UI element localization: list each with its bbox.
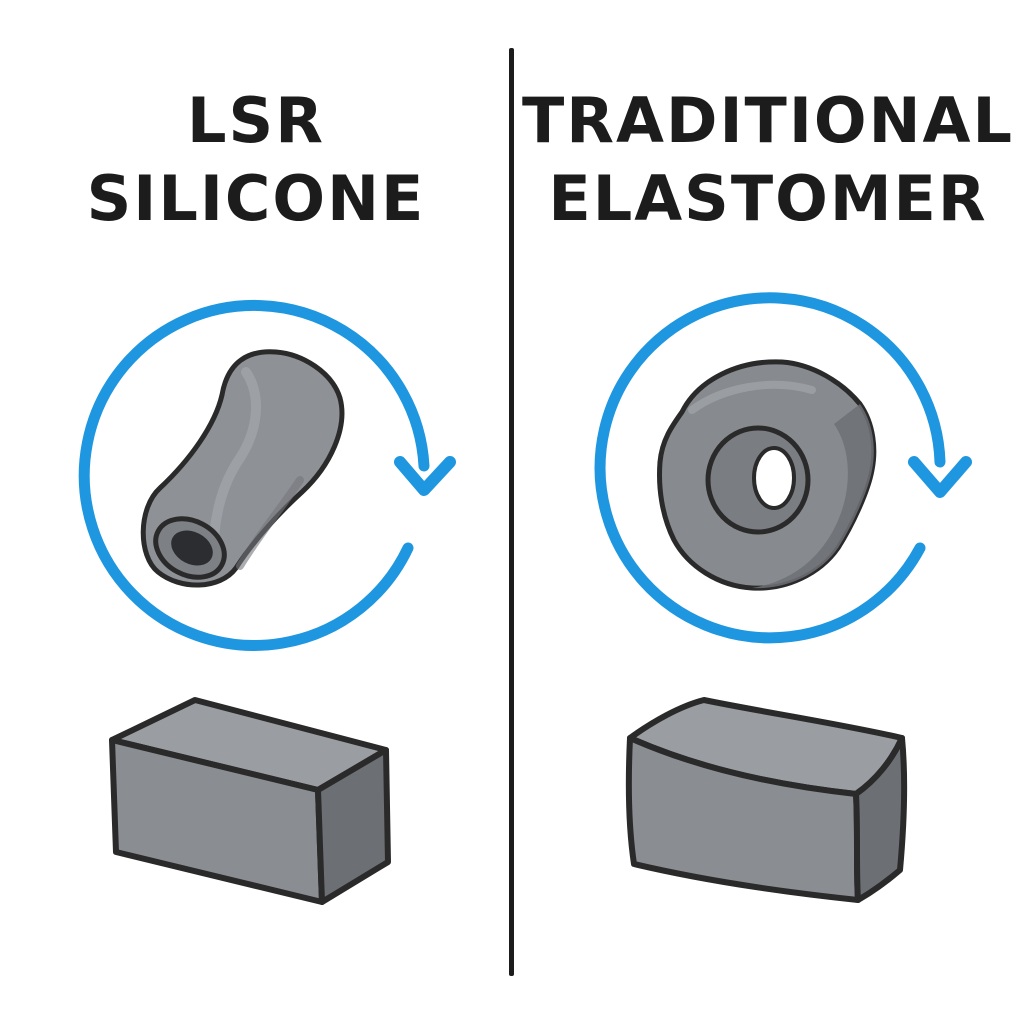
- panel-title: TRADITIONAL ELASTOMER: [512, 82, 1024, 238]
- elastomer-ring-icon: [657, 359, 877, 591]
- title-line-2: ELASTOMER: [548, 162, 988, 235]
- silicone-block-icon: [109, 697, 391, 905]
- circular-arrow-icon: [78, 299, 456, 651]
- title-line-2: SILICONE: [86, 162, 426, 235]
- elastomer-illustration: [594, 292, 972, 903]
- title-line-1: LSR: [187, 84, 325, 157]
- silicone-tube-icon: [140, 349, 345, 588]
- panel-divider: [509, 48, 514, 976]
- elastomer-block-icon: [625, 697, 908, 903]
- title-line-1: TRADITIONAL: [522, 84, 1014, 157]
- circular-arrow-icon: [594, 292, 972, 644]
- panel-lsr-silicone: LSR SILICONE: [0, 82, 512, 905]
- panel-title: LSR SILICONE: [0, 82, 512, 238]
- panel-traditional-elastomer: TRADITIONAL ELASTOMER: [512, 0, 1024, 1024]
- lsr-illustration: [78, 299, 456, 905]
